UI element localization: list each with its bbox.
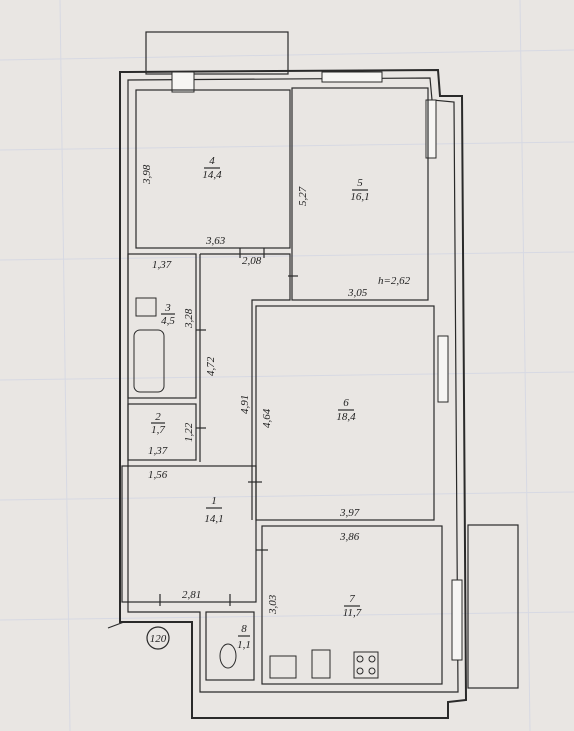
svg-text:1: 1 <box>211 495 217 507</box>
dim-wc-width: 1,37 <box>148 445 168 457</box>
dim-room5-width: 3,05 <box>347 287 368 299</box>
room-1: 1 14,1 <box>204 495 223 525</box>
room-2: 2 1,7 <box>151 411 165 436</box>
svg-text:1,1: 1,1 <box>237 639 251 651</box>
svg-text:5: 5 <box>357 177 363 189</box>
stairwell-circle <box>146 626 170 650</box>
dim-corridor-length: 4,72 <box>205 356 217 376</box>
svg-text:8: 8 <box>241 623 247 635</box>
room-3: 3 4,5 <box>161 302 175 327</box>
dim-room4-height: 3,98 <box>141 164 153 185</box>
svg-text:14,1: 14,1 <box>204 513 223 525</box>
dim-bath-width: 1,37 <box>152 259 172 271</box>
window-right-3 <box>451 579 463 661</box>
room-4: 4 14,4 <box>202 155 222 181</box>
dim-hall-width-bottom: 2,81 <box>182 589 201 601</box>
svg-text:4: 4 <box>209 155 215 167</box>
dim-room5-height: 5,27 <box>297 186 309 206</box>
dim-room6-height: 4,64 <box>261 408 273 428</box>
room-8: 8 1,1 <box>237 623 251 651</box>
dim-room4-width: 3,63 <box>205 235 226 247</box>
svg-text:7: 7 <box>349 593 355 605</box>
svg-text:14,4: 14,4 <box>202 169 222 181</box>
room-5: 5 16,1 <box>350 177 369 203</box>
sink-icon <box>135 297 157 317</box>
svg-text:1,7: 1,7 <box>151 424 165 436</box>
svg-text:4,5: 4,5 <box>161 315 175 327</box>
svg-text:16,1: 16,1 <box>350 191 369 203</box>
svg-text:6: 6 <box>343 397 349 409</box>
dimension-labels: 3,98 3,63 5,27 3,05 h=2,62 2,08 1,37 3,2… <box>141 164 411 615</box>
outer-walls <box>119 68 468 719</box>
dim-hall-height: 4,91 <box>239 395 251 414</box>
dim-wc-height: 1,22 <box>183 422 195 442</box>
door-marks <box>107 248 298 629</box>
kitchen-sink-icon <box>269 655 297 679</box>
dim-bath-height: 3,28 <box>183 308 195 329</box>
dim-room7-width: 3,86 <box>339 531 360 543</box>
kitchen-counter-icon <box>311 649 331 679</box>
window-room5 <box>321 71 383 83</box>
dim-room6-width: 3,97 <box>339 507 360 519</box>
stove-icon <box>353 651 379 679</box>
room-6: 6 18,4 <box>336 397 356 423</box>
dim-ceiling-height: h=2,62 <box>378 275 411 287</box>
dim-hall-width-top: 1,56 <box>148 469 168 481</box>
bathtub-icon <box>133 329 165 393</box>
svg-text:3: 3 <box>164 302 171 314</box>
interior-walls <box>121 87 443 685</box>
window-right-1 <box>425 99 437 159</box>
room-7: 7 11,7 <box>343 593 362 619</box>
toilet-icon <box>219 643 237 669</box>
svg-text:18,4: 18,4 <box>336 411 356 423</box>
window-right-2 <box>437 335 449 403</box>
window-room4 <box>171 71 195 93</box>
stairwell-label: 120 <box>150 633 167 645</box>
svg-text:11,7: 11,7 <box>343 607 362 619</box>
balcony-top <box>145 31 289 75</box>
dim-room7-height: 3,03 <box>267 594 279 615</box>
balcony-right <box>467 524 519 689</box>
svg-text:2: 2 <box>155 411 161 423</box>
dim-corridor-width: 2,08 <box>242 255 262 267</box>
